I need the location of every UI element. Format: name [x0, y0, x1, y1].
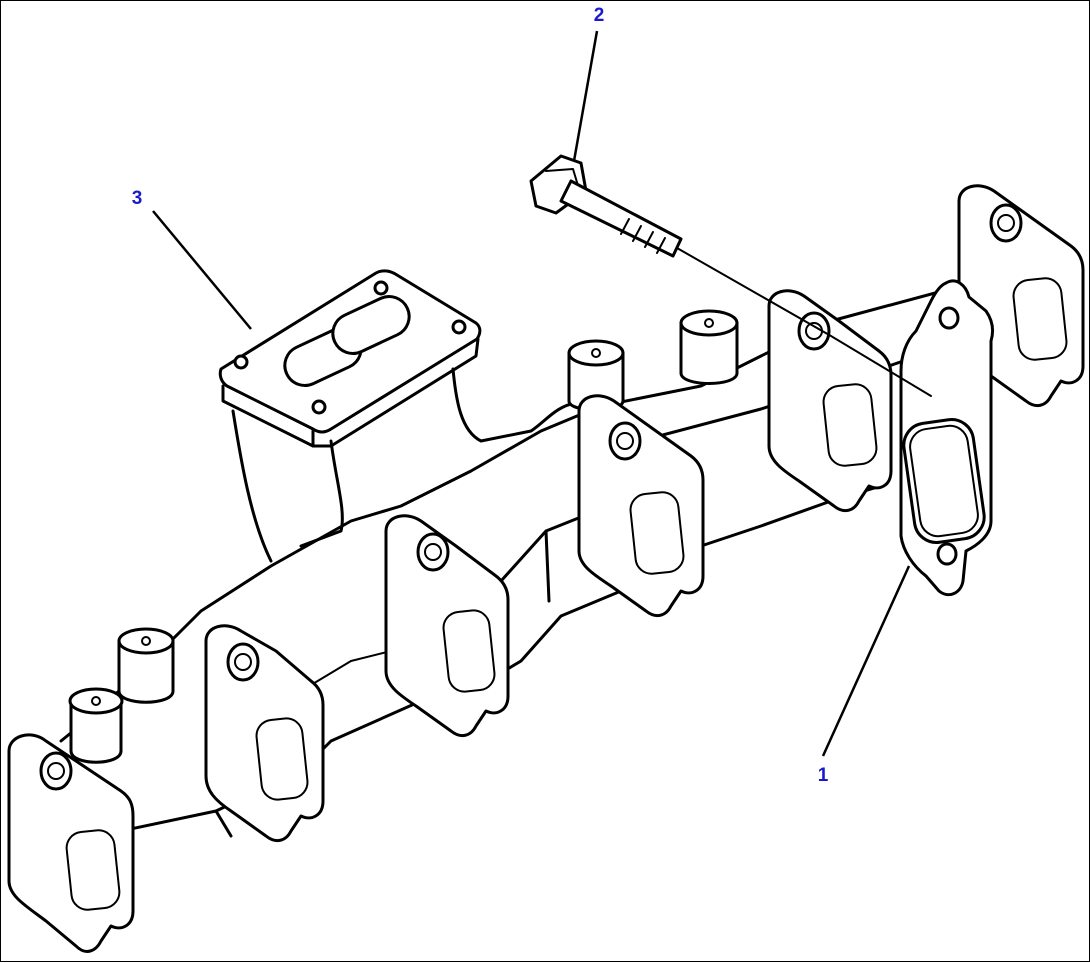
- mounting-bosses: [68, 309, 739, 764]
- gasket: [899, 279, 995, 597]
- boss-rear: [679, 309, 739, 385]
- boss-mid: [567, 339, 625, 412]
- callout-2: 2: [594, 5, 605, 26]
- boss-front-right: [117, 627, 175, 704]
- leader-2: [572, 30, 599, 162]
- boss-front-left: [68, 687, 124, 764]
- port-flange-2: [204, 624, 325, 843]
- port-flanges: [7, 184, 1085, 953]
- turbo-flange: [218, 269, 482, 448]
- callout-3: 3: [132, 188, 143, 209]
- bolt: [529, 154, 932, 397]
- port-flange-3: [384, 514, 510, 738]
- callouts: 1 2 3: [132, 5, 829, 786]
- port-flange-1: [7, 733, 135, 953]
- leader-3: [152, 210, 252, 330]
- leader-1: [821, 565, 911, 757]
- port-flange-5: [767, 289, 893, 513]
- callout-1: 1: [818, 765, 829, 786]
- leader-lines: [152, 30, 911, 757]
- port-flange-4: [577, 394, 705, 618]
